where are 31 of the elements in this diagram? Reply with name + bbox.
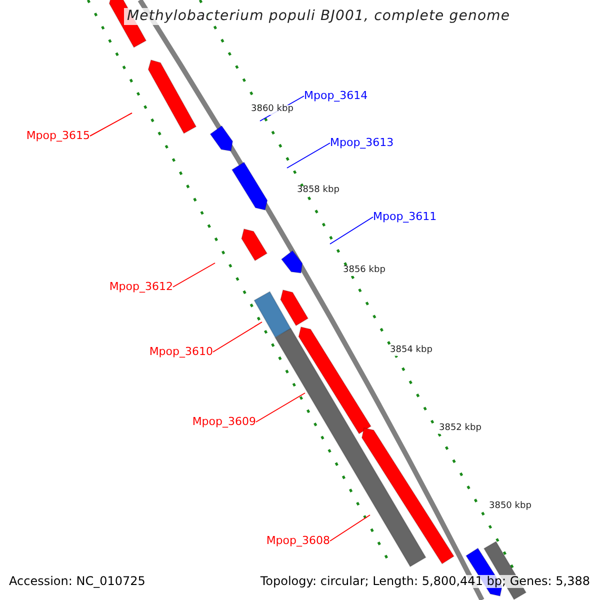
gene-label: Mpop_3615 xyxy=(26,130,90,142)
scale-label: 3860 kbp xyxy=(251,105,294,115)
scale-label: 3854 kbp xyxy=(390,346,432,356)
gene-feature xyxy=(280,289,309,326)
leader-line xyxy=(212,322,262,352)
leader-line xyxy=(330,514,370,542)
gene-label: Mpop_3609 xyxy=(192,416,256,428)
gene-feature xyxy=(241,228,268,262)
leader-line xyxy=(256,392,306,422)
gene-feature xyxy=(298,326,372,434)
gene-label: Mpop_3610 xyxy=(149,346,213,358)
leader-line xyxy=(90,112,132,136)
scale-label: 3856 kbp xyxy=(343,266,386,276)
scale-label: 3852 kbp xyxy=(439,424,482,434)
leader-line xyxy=(286,142,330,168)
leader-line xyxy=(172,262,216,288)
gene-label: Mpop_3612 xyxy=(109,280,173,294)
scale-label: 3850 kbp xyxy=(489,502,532,512)
gene-feature xyxy=(280,250,303,274)
leader-line xyxy=(330,216,374,244)
accession-text: Accession: NC_010725 xyxy=(9,575,146,588)
gene-feature xyxy=(254,290,292,338)
scale-label: 3858 kbp xyxy=(297,186,340,196)
gene-label: Mpop_3613 xyxy=(330,136,394,150)
genome-info-text: Topology: circular; Length: 5,800,441 bp; Genes: 5,388 xyxy=(260,575,590,588)
gene-feature xyxy=(210,125,234,152)
gene-feature xyxy=(231,162,268,211)
gene-feature xyxy=(148,59,197,134)
gene-label: Mpop_3611 xyxy=(373,210,437,224)
gene-label: Mpop_3614 xyxy=(304,90,368,102)
gene-label: Mpop_3608 xyxy=(266,534,330,548)
